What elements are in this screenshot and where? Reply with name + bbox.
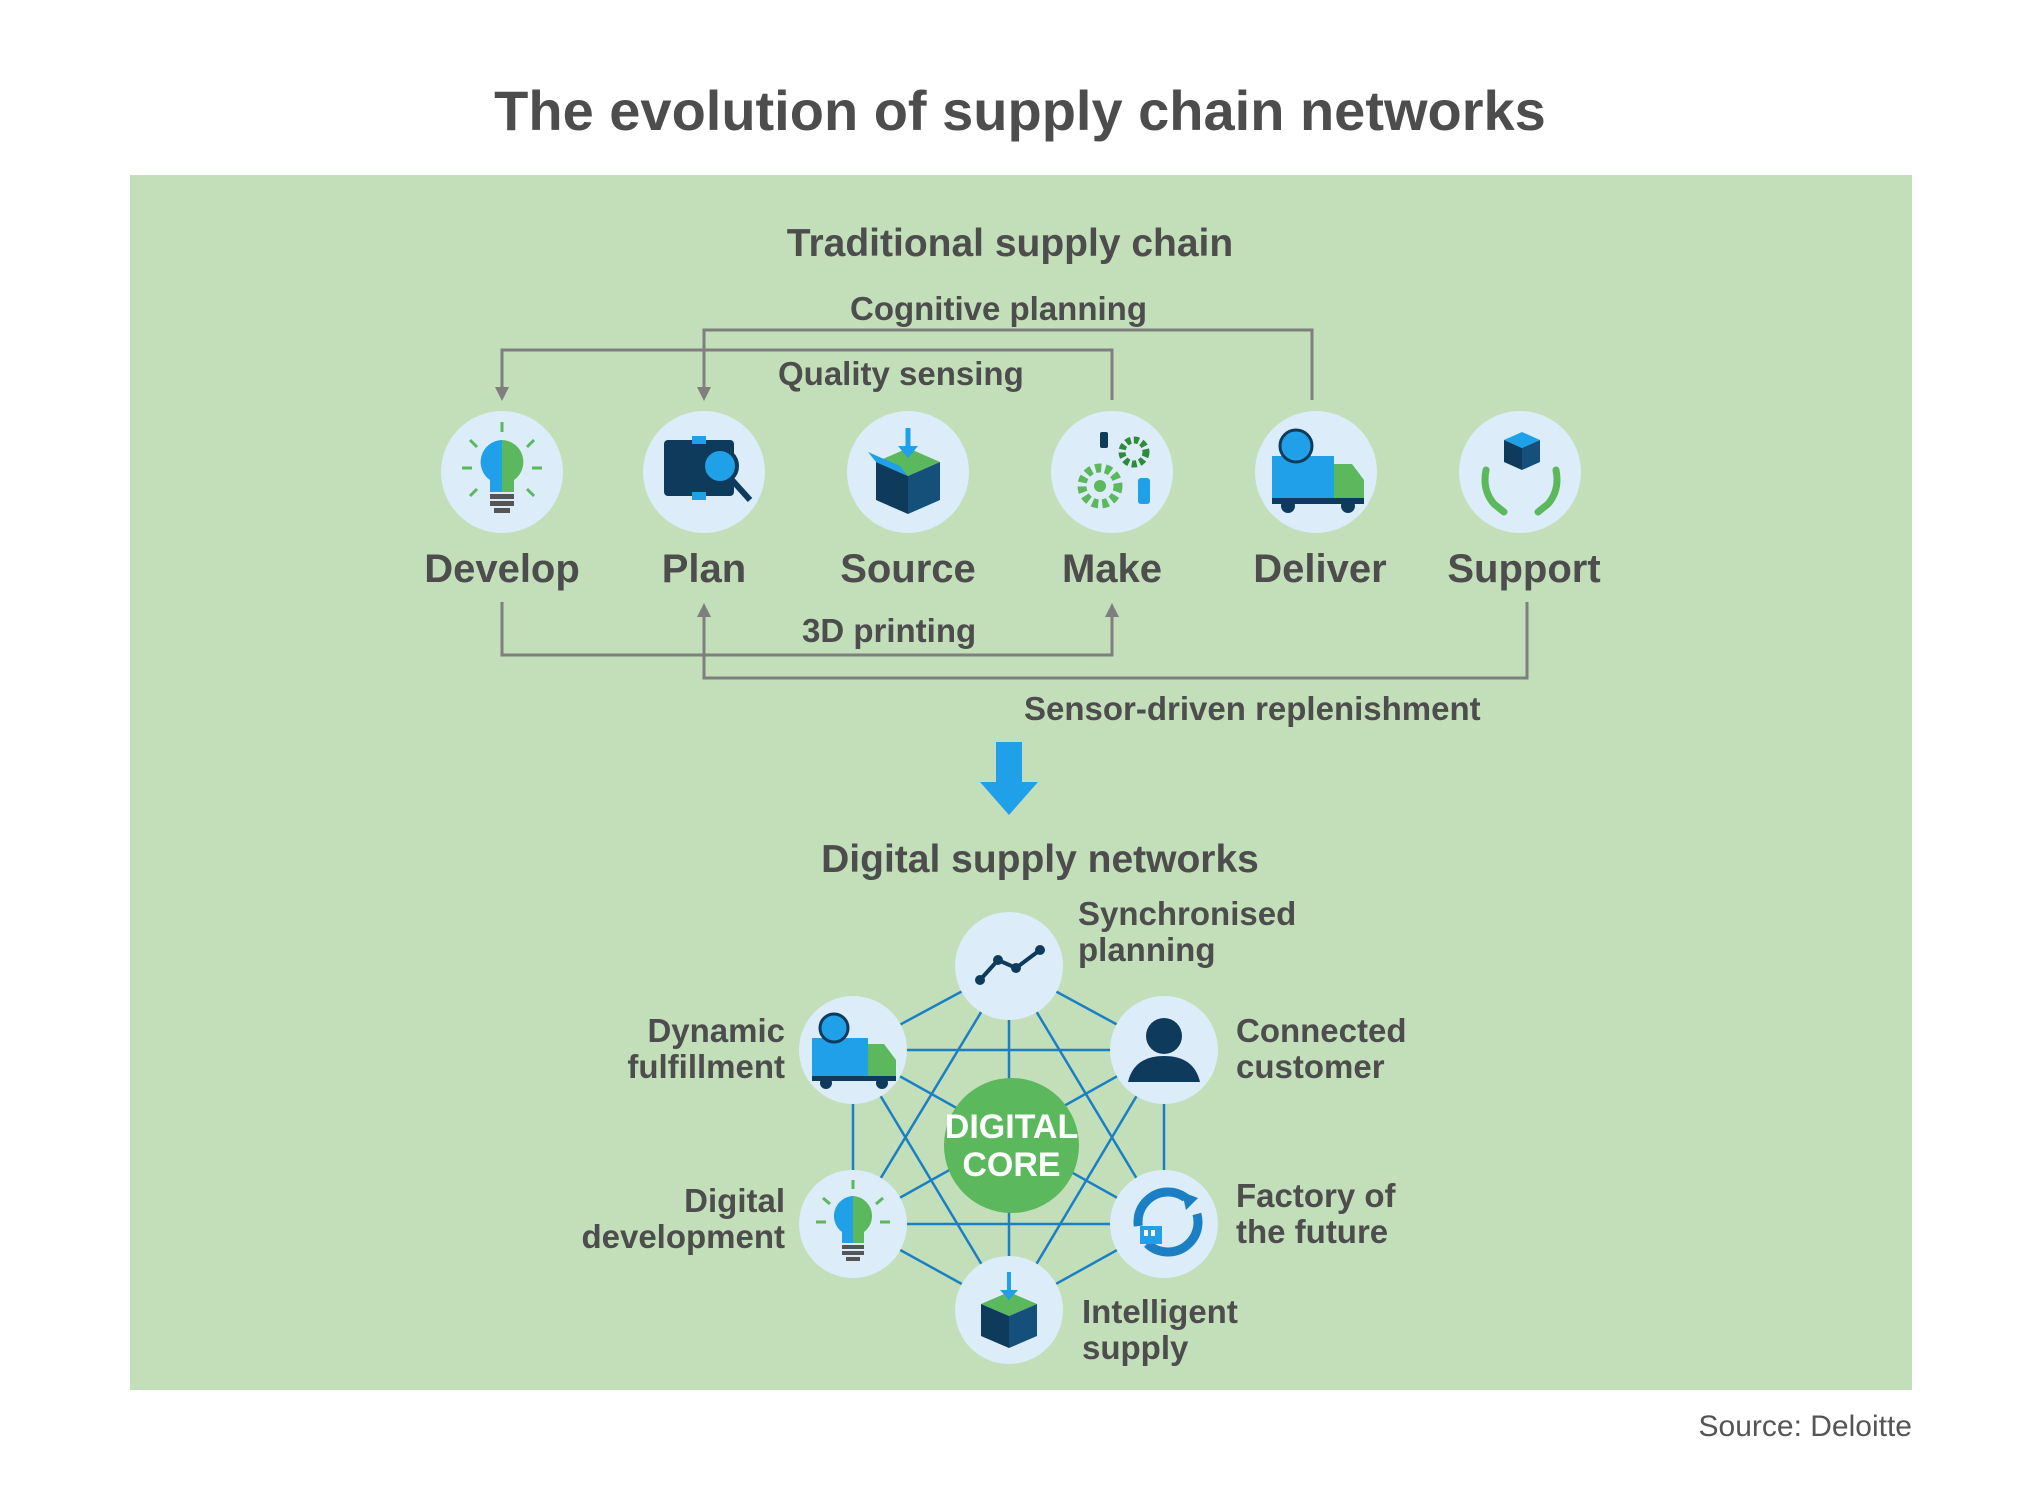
core-line-2: CORE (962, 1145, 1061, 1184)
factory-refresh-icon (1133, 1187, 1203, 1257)
core-line-1: DIGITAL (944, 1107, 1079, 1146)
quality-sensing-label: Quality sensing (778, 355, 1024, 392)
stage-support: Support (1447, 547, 1601, 591)
box-icon (981, 1272, 1037, 1348)
cognitive-planning-arrow (697, 328, 1314, 401)
quality-sensing-arrow (495, 348, 1114, 401)
lightbulb-icon (816, 1180, 890, 1261)
line-chart-icon (975, 945, 1045, 985)
page-title: The evolution of supply chain networks (494, 79, 1546, 142)
truck-icon (1272, 428, 1364, 513)
digital-heading: Digital supply networks (821, 838, 1259, 881)
hands-box-icon (1481, 432, 1561, 516)
truck-icon (812, 1012, 896, 1089)
digital-core: DIGITAL CORE (944, 1078, 1079, 1213)
source-note: Source: Deloitte (1698, 1410, 1912, 1443)
sensor-replenishment-arrow (697, 602, 1529, 680)
cognitive-planning-label: Cognitive planning (850, 290, 1147, 327)
lightbulb-icon (462, 422, 542, 513)
down-arrow-icon (980, 742, 1038, 815)
person-icon (1128, 1018, 1200, 1082)
gears-icon (1077, 432, 1150, 509)
traditional-heading: Traditional supply chain (786, 222, 1234, 265)
source-box-icon (868, 428, 940, 514)
stage-plan: Plan (661, 547, 747, 591)
stage-develop: Develop (424, 547, 580, 591)
sensor-replenishment-label: Sensor-driven replenishment (1024, 690, 1481, 727)
printing-3d-arrow (500, 602, 1119, 657)
stage-make: Make (1061, 547, 1163, 591)
stage-deliver: Deliver (1253, 547, 1387, 591)
stage-source: Source (840, 547, 976, 591)
printing-3d-label: 3D printing (802, 612, 977, 649)
puzzle-magnifier-icon (664, 436, 753, 503)
